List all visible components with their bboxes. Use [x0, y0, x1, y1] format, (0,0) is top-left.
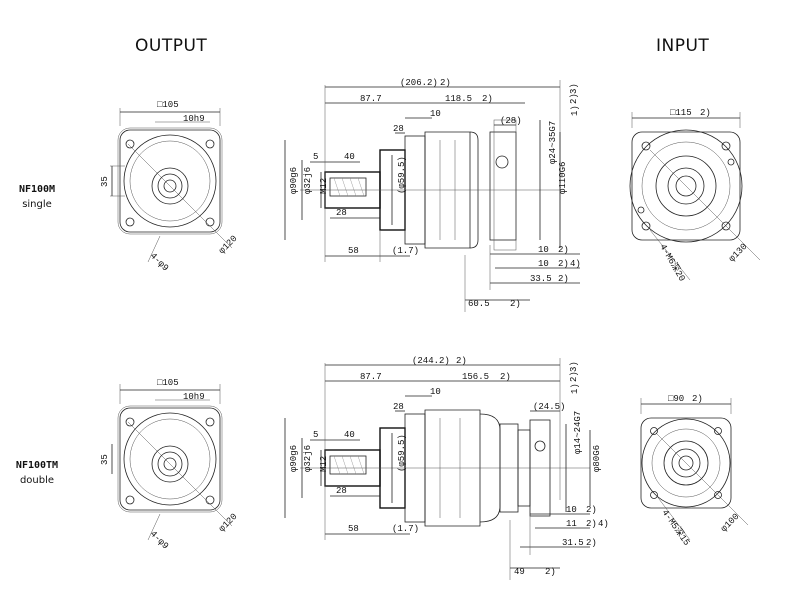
note-2: 2) [482, 94, 493, 104]
model-label-single: NF100M single [2, 184, 72, 210]
dim-pilot: φ80G6 [592, 445, 602, 472]
dim-r10b: 10 [538, 259, 549, 269]
dim-flange: φ90g6 [289, 167, 299, 194]
note-2: 2) [440, 78, 451, 88]
dim-28-ref: (28) [500, 116, 522, 126]
note-2: 2) [586, 519, 597, 529]
holes-dim: 4-M5深15 [660, 507, 693, 547]
note-2: 2) [700, 108, 711, 118]
dim-thread: M12 [319, 456, 329, 472]
dim-10: 10 [430, 387, 441, 397]
dim-r33-5: 33.5 [530, 274, 552, 284]
holes-dim: 4-M6深20 [657, 242, 687, 283]
pcd-dim: φ130 [727, 242, 749, 264]
note-2: 2) [510, 299, 521, 309]
model-name: NF100M [18, 184, 56, 195]
model-type: single [22, 199, 52, 210]
dim-motor-len: 118.5 [445, 94, 472, 104]
note-2: 2) [456, 356, 467, 366]
height-dim: 35 [100, 454, 110, 465]
holes-dim: 4-φ9 [148, 529, 170, 551]
dim-28-key: 28 [336, 208, 347, 218]
output-end-view-double: □105 10h9 35 4-φ9 φ120 [100, 378, 239, 551]
dim-r10: 10 [566, 505, 577, 515]
dim-total: (244.2) [412, 356, 450, 366]
dim-58: 58 [348, 524, 359, 534]
dim-r10: 10 [538, 245, 549, 255]
dim-body: 87.7 [360, 94, 382, 104]
note-2: 2) [558, 259, 569, 269]
dim-body-d: (φ59.5) [397, 156, 407, 194]
dim-shaft: φ32j6 [303, 445, 313, 472]
dim-shaft: φ32j6 [303, 167, 313, 194]
square-dim: □105 [157, 378, 179, 388]
dim-28-key: 28 [336, 486, 347, 496]
dim-motor-shaft: φ24~35G7 [548, 121, 558, 164]
dim-40: 40 [344, 430, 355, 440]
dim-28: 28 [393, 124, 404, 134]
note-4: 4) [570, 259, 581, 269]
note-2: 2) [500, 372, 511, 382]
dim-r49: 49 [514, 567, 525, 577]
dim-1-7: (1.7) [392, 524, 419, 534]
height-dim: 35 [100, 176, 110, 187]
output-end-view-single: □105 10h9 35 4-φ9 φ120 [100, 100, 239, 273]
input-header: INPUT [656, 36, 710, 56]
dim-r60-5: 60.5 [468, 299, 490, 309]
dim-40: 40 [344, 152, 355, 162]
note-3: 3) [569, 361, 579, 372]
dim-thread: M12 [319, 178, 329, 194]
dim-r31-5: 31.5 [562, 538, 584, 548]
dim-body: 87.7 [360, 372, 382, 382]
key-dim: 10h9 [183, 114, 205, 124]
note-3: 3) [569, 83, 579, 94]
dim-r11: 11 [566, 519, 577, 529]
note-2: 2) [586, 538, 597, 548]
input-end-view-double: □90 2) φ100 4-M5深15 [640, 394, 749, 548]
dim-1-7: (1.7) [392, 246, 419, 256]
dim-24-5: (24.5) [533, 402, 565, 412]
input-end-view-single: □115 2) φ130 4-M6深20 [629, 108, 761, 283]
square-dim: □115 [670, 108, 692, 118]
pcd-dim: φ120 [217, 512, 239, 534]
model-label-double: NF100TM double [2, 460, 72, 486]
square-dim: □90 [668, 394, 684, 404]
square-dim: □105 [157, 100, 179, 110]
dim-motor-shaft: φ14~24G7 [573, 411, 583, 454]
note-2: 2) [545, 567, 556, 577]
side-view-double: (244.2) 2) 87.7 156.5 2) 10 28 (24.5) 5 … [284, 356, 609, 580]
model-name: NF100TM [15, 460, 59, 471]
note-2: 2) [692, 394, 703, 404]
dim-flange: φ90g6 [289, 445, 299, 472]
dim-5: 5 [313, 152, 318, 162]
output-header: OUTPUT [135, 36, 208, 56]
note-2: 2) [558, 245, 569, 255]
key-dim: 10h9 [183, 392, 205, 402]
pcd-dim: φ120 [217, 234, 239, 256]
dim-58: 58 [348, 246, 359, 256]
note-2: 2) [586, 505, 597, 515]
note-2: 2) [569, 93, 579, 104]
dim-body-d: (φ59.5) [397, 434, 407, 472]
note-1: 1) [570, 105, 580, 116]
model-type: double [19, 475, 55, 486]
dim-28: 28 [393, 402, 404, 412]
dim-5: 5 [313, 430, 318, 440]
dim-pilot: φ110G6 [558, 162, 568, 194]
note-2: 2) [558, 274, 569, 284]
dim-motor-len: 156.5 [462, 372, 489, 382]
side-view-single: (206.2) 2) 87.7 118.5 2) 10 28 (28) 5 40… [284, 78, 581, 312]
note-2: 2) [569, 371, 579, 382]
note-4: 4) [598, 519, 609, 529]
dim-10: 10 [430, 109, 441, 119]
dim-total: (206.2) [400, 78, 438, 88]
note-1: 1) [570, 383, 580, 394]
holes-dim: 4-φ9 [148, 251, 170, 273]
